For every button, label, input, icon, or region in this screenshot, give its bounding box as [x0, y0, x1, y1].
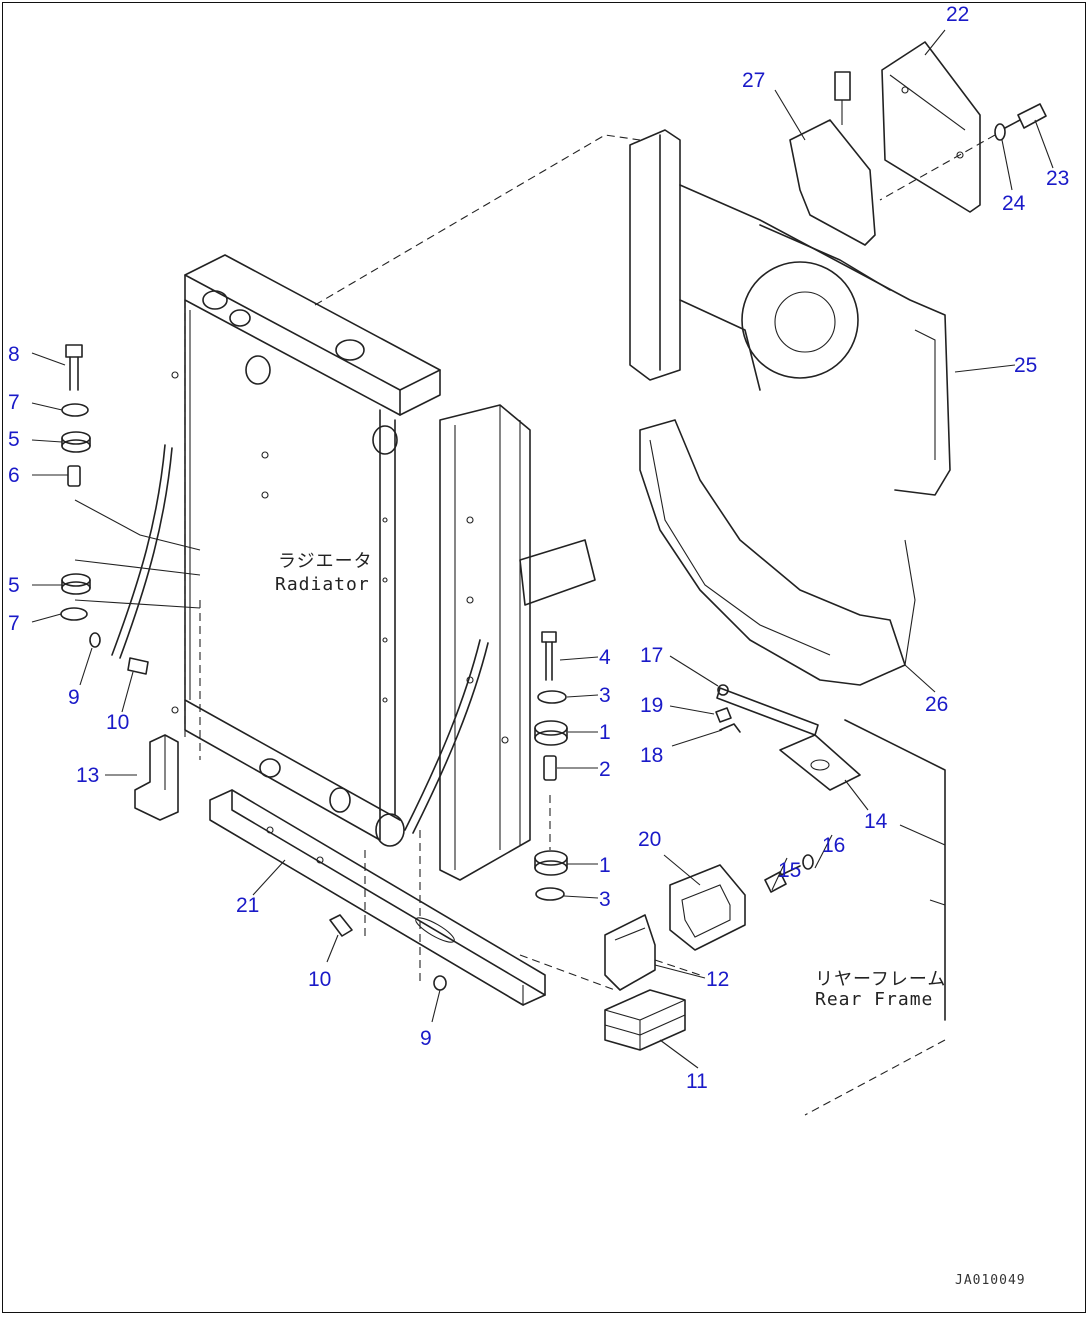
washer-3a: [537, 690, 567, 704]
callout-10-upper: 10: [106, 711, 129, 734]
callouts: 22 27 23 24 25 8 7 5 6 5 7 9 10 4 3 1 2 …: [8, 3, 1069, 1093]
callout-14: 14: [864, 810, 888, 833]
callout-5-upper: 5: [8, 428, 20, 451]
spacer-6: [67, 465, 81, 487]
callout-26: 26: [925, 693, 948, 716]
callout-1-upper: 1: [599, 721, 611, 744]
pad-11: [604, 989, 686, 1051]
callout-12: 12: [706, 968, 729, 991]
drawing-code: JA010049: [955, 1273, 1026, 1288]
washer-9a: [89, 632, 101, 648]
callout-25: 25: [1014, 354, 1037, 377]
spacer-2: [543, 755, 557, 781]
washer-9b: [433, 975, 447, 991]
callout-5-lower: 5: [8, 574, 20, 597]
callout-13: 13: [76, 764, 99, 787]
rear-frame-outline: [804, 719, 946, 1116]
callout-9-lower: 9: [420, 1027, 432, 1050]
radiator-label-en: Radiator: [275, 574, 370, 595]
callout-3-upper: 3: [599, 684, 611, 707]
pad-12: [604, 914, 656, 991]
fan-guard: [639, 419, 916, 686]
bolt-10b: [329, 914, 353, 937]
link-17: [716, 684, 819, 736]
radiator-label-jp: ラジエータ: [278, 551, 373, 572]
bracket-27: [789, 71, 876, 246]
support-beam-21: [209, 789, 546, 1006]
washer-3b: [535, 887, 565, 901]
cushion-5a: [61, 431, 91, 453]
callout-11: 11: [686, 1070, 708, 1093]
block-13: [134, 734, 179, 821]
callout-22: 22: [946, 3, 969, 26]
callout-7-lower: 7: [8, 612, 20, 635]
bolt-4: [541, 631, 557, 681]
washer-24: [994, 123, 1006, 141]
fan-shroud: [629, 129, 951, 496]
callout-2: 2: [599, 758, 611, 781]
callout-27: 27: [742, 69, 765, 92]
bolt-23: [1004, 103, 1047, 129]
callout-21: 21: [236, 894, 259, 917]
callout-9-upper: 9: [68, 686, 80, 709]
callout-3-lower: 3: [599, 888, 611, 911]
bolt-15: [764, 865, 801, 893]
callout-20: 20: [638, 828, 661, 851]
callout-10-lower: 10: [308, 968, 331, 991]
washer-16: [802, 854, 814, 870]
rear-frame-label-jp: リヤーフレーム: [815, 969, 946, 990]
callout-4: 4: [599, 646, 611, 669]
callout-24: 24: [1002, 192, 1026, 215]
washer-7a: [61, 403, 89, 417]
pad-20: [669, 864, 746, 951]
callout-6: 6: [8, 464, 20, 487]
nut-19: [715, 707, 732, 723]
callout-15: 15: [778, 859, 801, 882]
callout-17: 17: [640, 644, 663, 667]
callout-8: 8: [8, 343, 20, 366]
pin-18: [719, 723, 741, 733]
callout-19: 19: [640, 694, 663, 717]
rear-frame-label-en: Rear Frame: [815, 989, 933, 1010]
plate-14: [779, 734, 861, 791]
bolt-10a: [127, 657, 149, 675]
callout-1-lower: 1: [599, 854, 611, 877]
callout-23: 23: [1046, 167, 1069, 190]
bolt-8: [65, 344, 83, 391]
bracket-22: [881, 41, 981, 213]
cushion-1b: [534, 850, 568, 876]
callout-7-upper: 7: [8, 391, 20, 414]
callout-18: 18: [640, 744, 663, 767]
callout-16: 16: [822, 834, 845, 857]
cushion-1a: [534, 720, 568, 746]
cushion-5b: [61, 573, 91, 595]
washer-7b: [60, 607, 88, 621]
